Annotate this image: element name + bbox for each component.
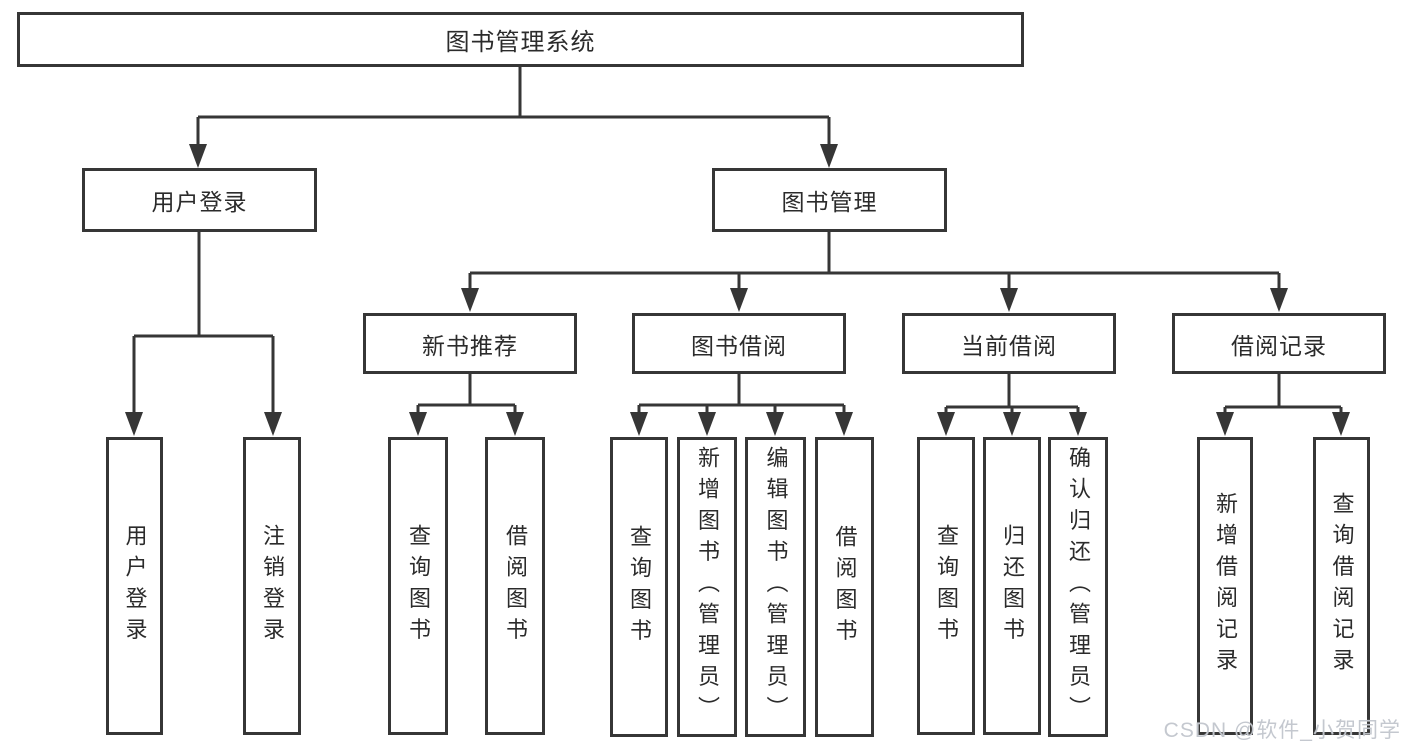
node-label: 当前借阅 bbox=[961, 332, 1057, 359]
node-label: 图书管理 bbox=[781, 189, 878, 215]
leaf-label: 查询借阅记录 bbox=[1329, 492, 1355, 680]
leaf-add-borrow-record: 新增借阅记录 bbox=[1197, 437, 1253, 735]
node-book-borrowing: 图书借阅 bbox=[632, 313, 846, 374]
leaf-label: 归还图书 bbox=[1000, 523, 1025, 649]
leaf-label: 新增图书（管理员） bbox=[695, 446, 720, 728]
leaf-label: 借阅图书 bbox=[503, 523, 528, 649]
leaf-borrow-books-2: 借阅图书 bbox=[815, 437, 874, 737]
leaf-query-books-1: 查询图书 bbox=[388, 437, 448, 735]
leaf-user-login: 用户登录 bbox=[106, 437, 163, 735]
leaf-label: 查询图书 bbox=[934, 523, 959, 649]
leaf-logout: 注销登录 bbox=[243, 437, 301, 735]
csdn-watermark: CSDN @软件_小贺同学 bbox=[1163, 719, 1401, 742]
leaf-query-books-2: 查询图书 bbox=[610, 437, 668, 737]
leaf-label: 查询图书 bbox=[627, 524, 652, 650]
node-new-book-recommend: 新书推荐 bbox=[363, 313, 577, 374]
leaf-add-book-admin: 新增图书（管理员） bbox=[677, 437, 737, 737]
node-label: 用户登录 bbox=[151, 189, 248, 215]
leaf-return-book: 归还图书 bbox=[983, 437, 1041, 735]
node-label: 新书推荐 bbox=[422, 332, 518, 359]
node-user-login: 用户登录 bbox=[82, 168, 317, 232]
node-library-management-system: 图书管理系统 bbox=[17, 12, 1024, 67]
leaf-query-books-3: 查询图书 bbox=[917, 437, 975, 735]
node-book-management: 图书管理 bbox=[712, 168, 947, 232]
node-label: 图书借阅 bbox=[691, 332, 787, 359]
arrowheads bbox=[125, 144, 1350, 436]
leaf-query-borrow-record: 查询借阅记录 bbox=[1313, 437, 1370, 735]
node-borrowing-records: 借阅记录 bbox=[1172, 313, 1386, 374]
leaf-label: 编辑图书（管理员） bbox=[763, 446, 789, 728]
leaf-edit-book-admin: 编辑图书（管理员） bbox=[745, 437, 806, 737]
leaf-label: 新增借阅记录 bbox=[1213, 492, 1238, 680]
node-label: 图书管理系统 bbox=[445, 29, 596, 56]
node-label: 借阅记录 bbox=[1231, 332, 1327, 359]
leaf-label: 确认归还（管理员） bbox=[1066, 446, 1091, 728]
leaf-label: 注销登录 bbox=[260, 523, 285, 649]
leaf-borrow-books-1: 借阅图书 bbox=[485, 437, 545, 735]
leaf-label: 用户登录 bbox=[122, 523, 148, 649]
leaf-label: 查询图书 bbox=[406, 523, 431, 649]
leaf-confirm-return-admin: 确认归还（管理员） bbox=[1048, 437, 1108, 737]
node-current-borrowing: 当前借阅 bbox=[902, 313, 1116, 374]
leaf-label: 借阅图书 bbox=[832, 524, 858, 650]
